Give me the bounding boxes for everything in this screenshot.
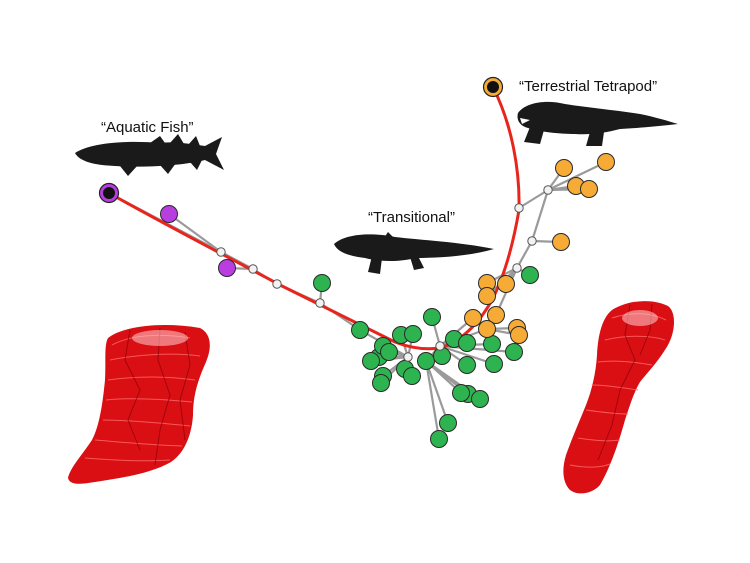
tetrapod-taxon-node [487,306,505,324]
transitional-taxon-node [380,343,398,361]
tetrapod-taxon-node [497,275,515,293]
tetrapod-taxon-node [478,287,496,305]
transitional-taxon-node [423,308,441,326]
tetrapod-taxon-node [510,326,528,344]
label-transitional: “Transitional” [368,209,455,226]
transitional-taxon-node [313,274,331,292]
humerus-3d-mesh-left [68,325,210,484]
branch-line [168,213,222,253]
fish-silhouette-icon [75,134,224,176]
transitional-taxon-node [403,367,421,385]
transitional-taxon-node [485,355,503,373]
branch-line [424,360,441,440]
label-terrestrial-tetrapod: “Terrestrial Tetrapod” [519,78,657,95]
ancestral-node [248,264,258,274]
tetrapod-taxon-node [464,309,482,327]
tetrapod-taxon-node [478,320,496,338]
endpoint-terrestrial [482,76,504,98]
ancestral-node [543,185,553,195]
ancestral-node [272,279,282,289]
transitional-taxon-node [483,335,501,353]
fish-taxon-node [160,205,178,223]
tetrapod-taxon-node [552,233,570,251]
transitional-taxon-node [471,390,489,408]
ancestral-node [514,203,524,213]
transitional-taxon-node [439,414,457,432]
tetrapod-taxon-node [555,159,573,177]
ancestral-node [527,236,537,246]
transitional-taxon-node [404,325,422,343]
label-aquatic-fish: “Aquatic Fish” [101,119,194,136]
fish-taxon-node [218,259,236,277]
taxa-nodes [160,153,615,448]
transitional-taxon-node [452,384,470,402]
branch-line [516,240,533,269]
transitional-taxon-node [505,343,523,361]
branch-line [547,161,607,191]
endpoint-aquatic [98,182,120,204]
branch-line [518,189,549,209]
transitional-taxon-node [458,356,476,374]
transitional-taxon-node [351,321,369,339]
transitional-taxon-node [430,430,448,448]
transitional-taxon-node [521,266,539,284]
ancestral-nodes [216,185,553,362]
branch-line [424,360,450,424]
ancestral-node [435,341,445,351]
transitional-taxon-node [362,352,380,370]
transitional-taxon-node [417,352,435,370]
transitional-taxon-node [372,374,390,392]
tetrapod-taxon-node [580,180,598,198]
transitional-taxon-node [458,334,476,352]
branch-line [439,344,495,366]
tetrapod-taxon-node [597,153,615,171]
ancestral-node [403,352,413,362]
terrestrial-tetrapod-silhouette-icon [517,101,678,146]
branch-line [530,189,550,242]
humerus-3d-mesh-right [563,301,674,494]
ancestral-node [216,247,226,257]
ancestral-node [512,263,522,273]
transitional-tetrapod-silhouette-icon [334,232,494,274]
ancestral-node [315,298,325,308]
